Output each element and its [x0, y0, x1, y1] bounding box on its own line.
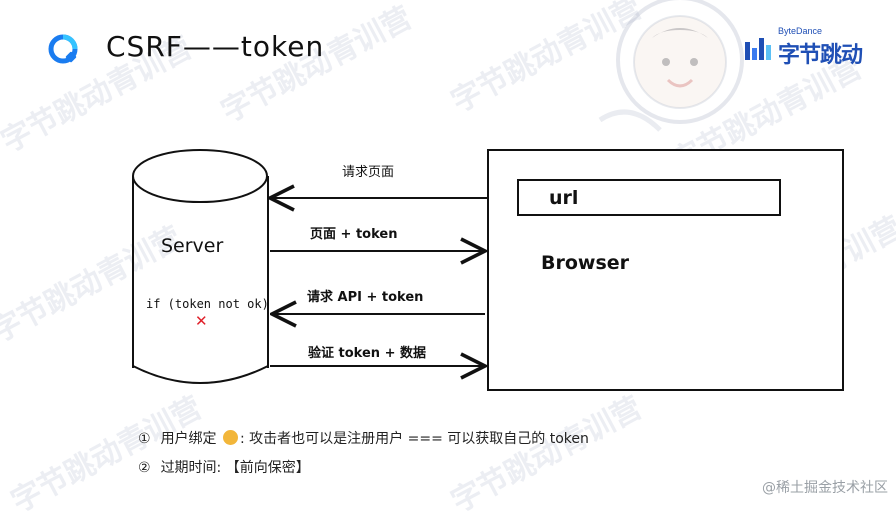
server-cylinder — [132, 149, 269, 384]
arrow-label-verify-token: 验证 token + 数据 — [308, 345, 426, 361]
csrf-token-diagram: Server if (token not ok) ✕ url Browser 请… — [132, 149, 844, 391]
url-label: url — [549, 187, 578, 209]
note-text: : 攻击者也可以是注册用户 === 可以获取自己的 token — [240, 431, 589, 447]
slide-title: CSRF——token — [106, 30, 325, 63]
brand-name: 字节跳动 — [778, 43, 863, 68]
browser-label: Browser — [541, 252, 630, 274]
thinking-emoji-icon — [223, 430, 239, 445]
astronaut-illustration — [598, 0, 744, 132]
arrow-label-request-api: 请求 API + token — [307, 289, 423, 305]
app-logo-icon — [48, 34, 78, 64]
brand-subtitle: ByteDance — [778, 26, 823, 36]
footer-watermark: @稀土掘金技术社区 — [762, 480, 888, 496]
note-expiry-time: ② 过期时间: 【前向保密】 — [138, 457, 310, 477]
note-user-binding: ① 用户绑定 : 攻击者也可以是注册用户 === 可以获取自己的 token — [138, 428, 589, 448]
arrow-label-page-token: 页面 + token — [310, 227, 397, 242]
fail-cross-icon: ✕ — [195, 312, 208, 330]
arrow-label-request-page: 请求页面 — [342, 165, 394, 180]
note-number: ① — [138, 431, 151, 447]
note-text: 过期时间: 【前向保密】 — [160, 460, 310, 476]
note-number: ② — [138, 460, 151, 476]
server-label: Server — [161, 235, 223, 257]
server-token-check: if (token not ok) — [146, 297, 269, 311]
note-text: 用户绑定 — [160, 431, 217, 447]
url-bar — [517, 179, 781, 216]
bytedance-logo-icon — [745, 38, 771, 60]
bytedance-brand: ByteDance 字节跳动 — [744, 24, 866, 68]
